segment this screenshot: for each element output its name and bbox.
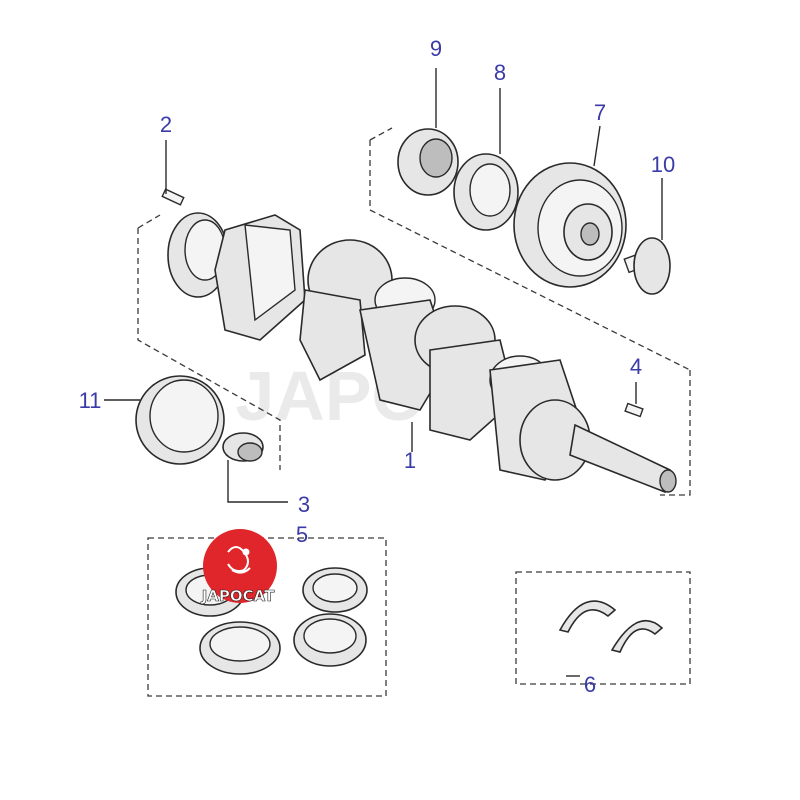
callout-8: 8	[494, 60, 506, 85]
thrust-washers	[558, 600, 664, 653]
callout-10: 10	[651, 152, 675, 177]
callout-labels: 1 2 3 4 5 6 7 8 9 10 11	[79, 36, 676, 697]
thrust-washer-set-frame	[515, 571, 691, 685]
needle-bearing	[397, 128, 459, 196]
woodruff-key-front	[624, 402, 644, 418]
main-bearing-shells	[175, 567, 368, 675]
logo-text: JAPOCAT	[201, 587, 275, 605]
callout-6: 6	[584, 672, 596, 697]
crankshaft-pulley	[513, 162, 627, 288]
woodruff-key-rear	[161, 188, 185, 206]
crankshaft	[167, 212, 677, 494]
callout-1: 1	[404, 448, 416, 473]
crankshaft-frame	[137, 214, 691, 496]
rear-oil-seal	[135, 375, 225, 465]
pulley-bolt	[623, 237, 671, 295]
leader-lines	[104, 68, 663, 677]
callout-9: 9	[430, 36, 442, 61]
callout-4: 4	[630, 354, 642, 379]
dragon-mascot-icon	[227, 546, 251, 574]
callout-3: 3	[298, 492, 310, 517]
brand-logo: JAPOCAT	[200, 529, 277, 605]
main-bearing-set-frame	[147, 537, 387, 697]
callout-7: 7	[594, 100, 606, 125]
callout-2: 2	[160, 112, 172, 137]
callout-11: 11	[79, 388, 102, 413]
pilot-bushing	[222, 432, 264, 462]
callout-5: 5	[296, 522, 308, 547]
logo-badge	[203, 529, 277, 603]
pulley-group-frame	[369, 127, 691, 371]
front-seal	[453, 153, 519, 231]
